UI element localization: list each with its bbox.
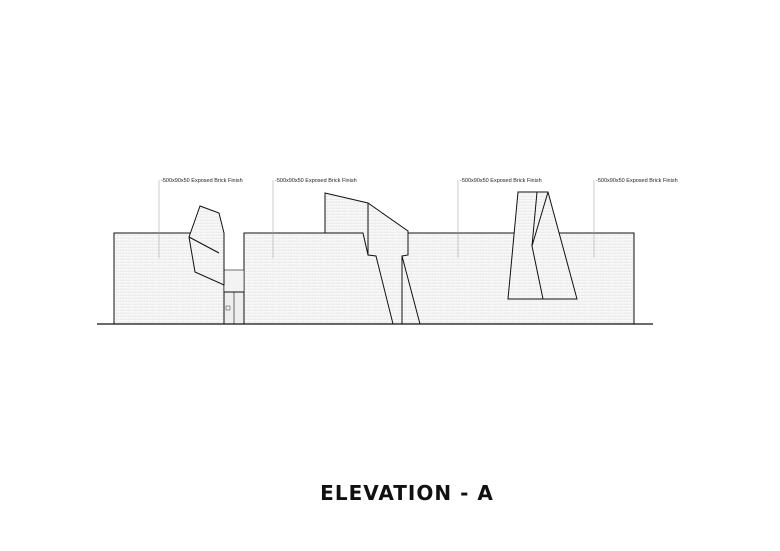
annotation-label: -500x90x50 Exposed Brick Finish xyxy=(460,178,542,184)
main-wall xyxy=(243,232,635,325)
drawing-title: ELEVATION - A xyxy=(320,481,494,505)
annotation-label: -500x90x50 Exposed Brick Finish xyxy=(161,178,243,184)
entrance xyxy=(223,269,245,325)
annotation-label: -500x90x50 Exposed Brick Finish xyxy=(275,178,357,184)
right-sculpture xyxy=(507,191,578,300)
leader-lines xyxy=(158,180,595,258)
annotation-label: -500x90x50 Exposed Brick Finish xyxy=(596,178,678,184)
